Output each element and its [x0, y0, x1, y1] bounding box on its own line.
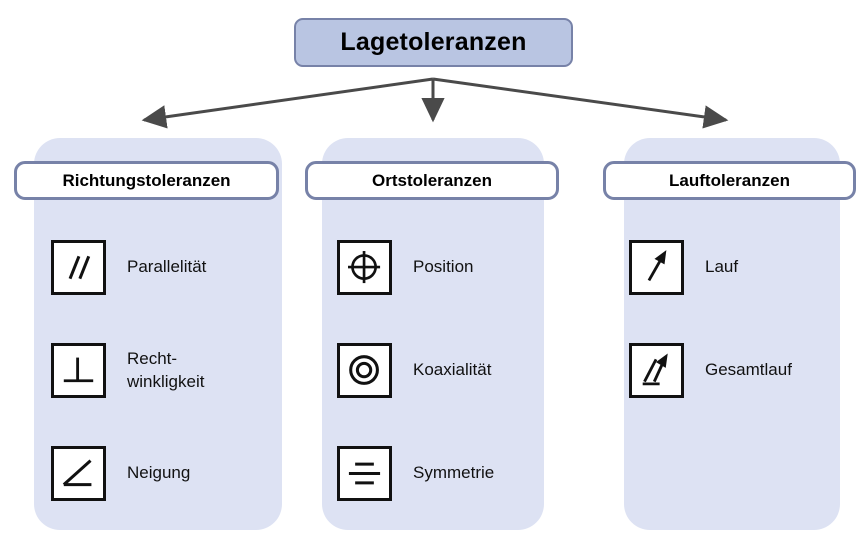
list-item[interactable]: Neigung — [51, 446, 190, 501]
column-header-label: Ortstoleranzen — [372, 170, 492, 190]
concentricity-icon — [337, 343, 392, 398]
list-item[interactable]: Symmetrie — [337, 446, 494, 501]
total-runout-icon — [629, 343, 684, 398]
column-header-richtungstoleranzen[interactable]: Richtungstoleranzen — [14, 161, 279, 200]
list-item[interactable]: Koaxialität — [337, 343, 491, 398]
list-item[interactable]: Lauf — [629, 240, 738, 295]
list-item[interactable]: Parallelität — [51, 240, 206, 295]
list-item-label: Koaxialität — [413, 360, 492, 380]
list-item[interactable]: Position — [337, 240, 473, 295]
list-item-label: Neigung — [127, 463, 191, 483]
list-item-label: Gesamtlauf — [705, 360, 792, 380]
page-title-label: Lagetoleranzen — [340, 28, 527, 56]
list-item[interactable]: Recht- winkligkeit — [51, 343, 204, 398]
list-item-label: Symmetrie — [413, 463, 495, 483]
list-item-label: Recht- winkligkeit — [127, 348, 205, 391]
panel-lauftoleranzen — [624, 138, 840, 530]
list-item-label: Parallelität — [127, 257, 207, 277]
list-item-label: Lauf — [705, 257, 739, 277]
perpendicularity-icon — [51, 343, 106, 398]
column-header-lauftoleranzen[interactable]: Lauftoleranzen — [603, 161, 856, 200]
list-item-label: Position — [413, 257, 474, 277]
circular-runout-icon — [629, 240, 684, 295]
arrow-left-path — [141, 77, 434, 129]
list-item[interactable]: Gesamtlauf — [629, 343, 792, 398]
position-icon — [337, 240, 392, 295]
page-title: Lagetoleranzen — [294, 18, 573, 67]
arrow-right-path — [432, 77, 729, 129]
symmetry-icon — [337, 446, 392, 501]
parallelism-icon — [51, 240, 106, 295]
column-header-label: Lauftoleranzen — [669, 170, 790, 190]
column-header-label: Richtungstoleranzen — [62, 170, 231, 190]
column-header-ortstoleranzen[interactable]: Ortstoleranzen — [305, 161, 559, 200]
angularity-icon — [51, 446, 106, 501]
